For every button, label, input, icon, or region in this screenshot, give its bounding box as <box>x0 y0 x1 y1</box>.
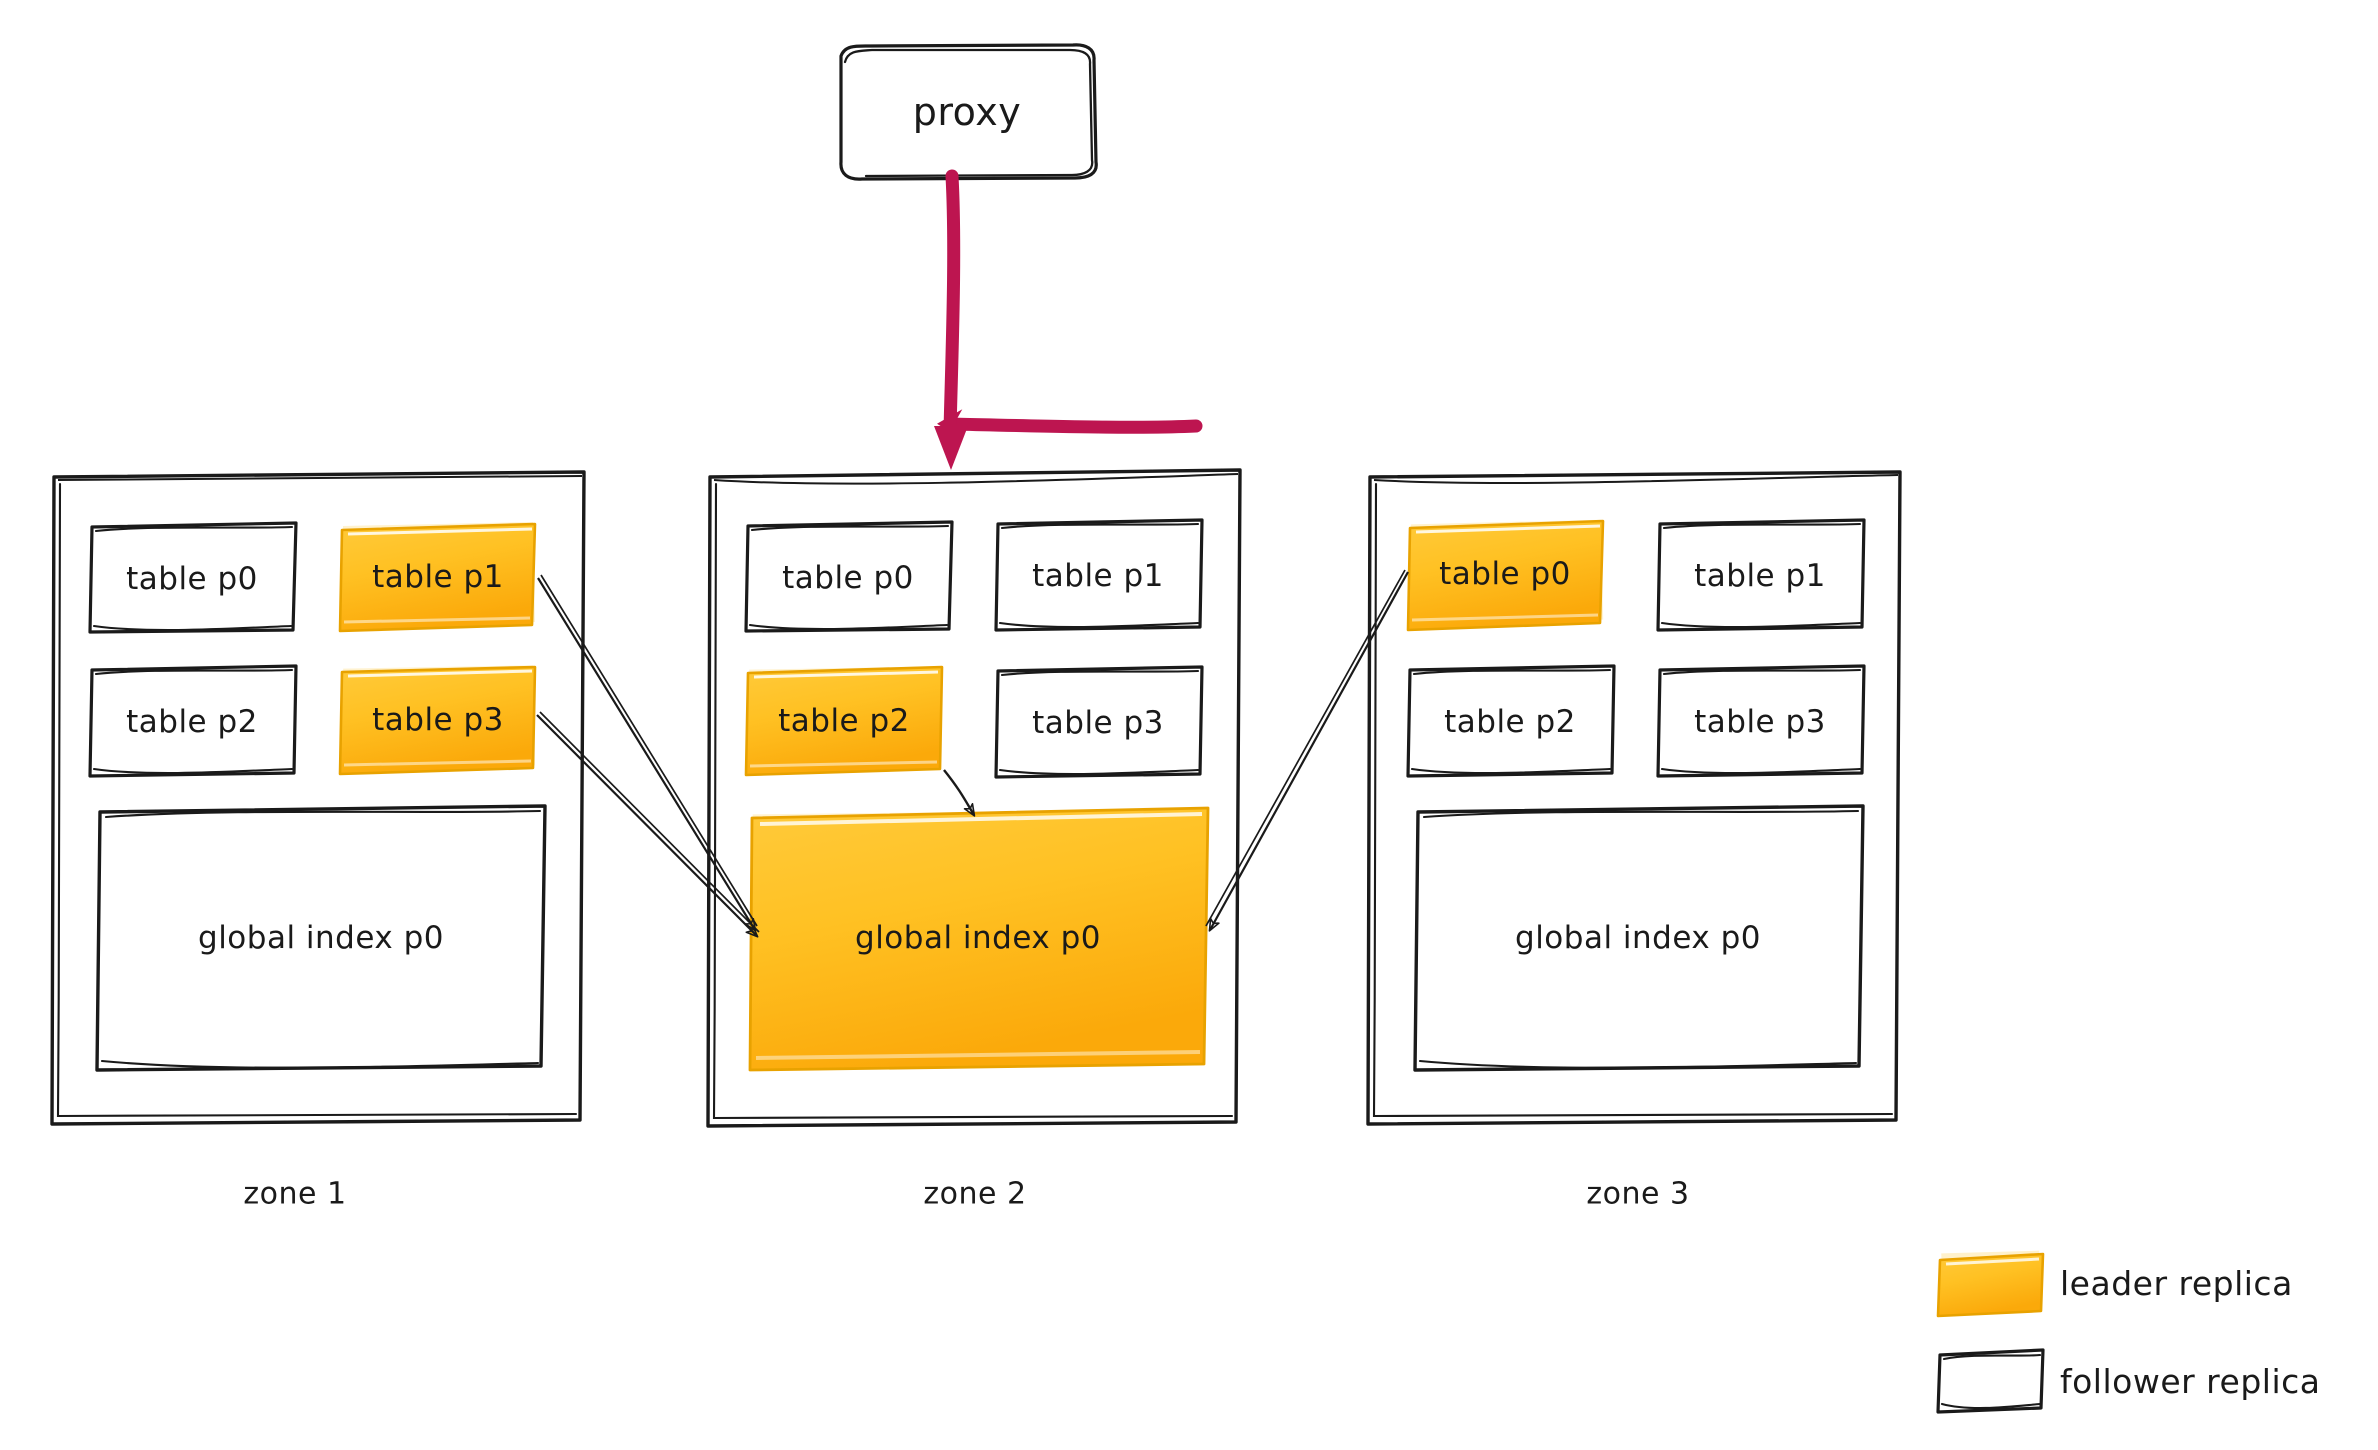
proxy-to-zone2-arrow <box>937 409 1203 440</box>
zone-1-table-p0-box[interactable] <box>88 521 298 634</box>
zone-3-global-index-p0-box[interactable] <box>1413 804 1865 1072</box>
zone-1-table-p2-box[interactable] <box>88 664 298 778</box>
zone-2-table-p2-box[interactable] <box>744 665 944 777</box>
zone-1-global-index-p0-box[interactable] <box>95 804 547 1072</box>
proxy-box[interactable] <box>839 43 1098 181</box>
zone-3-table-p0-box[interactable] <box>1406 519 1605 632</box>
zone-2-global-index-p0-box[interactable] <box>748 806 1210 1072</box>
proxy-arrow-shaft <box>934 169 968 470</box>
zone-1-table-p3-box[interactable] <box>338 665 537 776</box>
zone-3-table-p1-box[interactable] <box>1656 518 1866 632</box>
zone-3-table-p2-box[interactable] <box>1406 664 1616 778</box>
zone-3-table-p3-box[interactable] <box>1656 664 1866 778</box>
legend-follower-swatch <box>1936 1348 2045 1414</box>
zone-2-table-p1-box[interactable] <box>994 518 1204 632</box>
zone-1-table-p1-box[interactable] <box>338 522 537 633</box>
zone-2-table-p3-box[interactable] <box>994 665 1204 779</box>
legend-leader-swatch <box>1936 1250 2045 1318</box>
replication-arrows <box>536 569 1409 936</box>
zone-2-table-p0-box[interactable] <box>744 520 954 633</box>
